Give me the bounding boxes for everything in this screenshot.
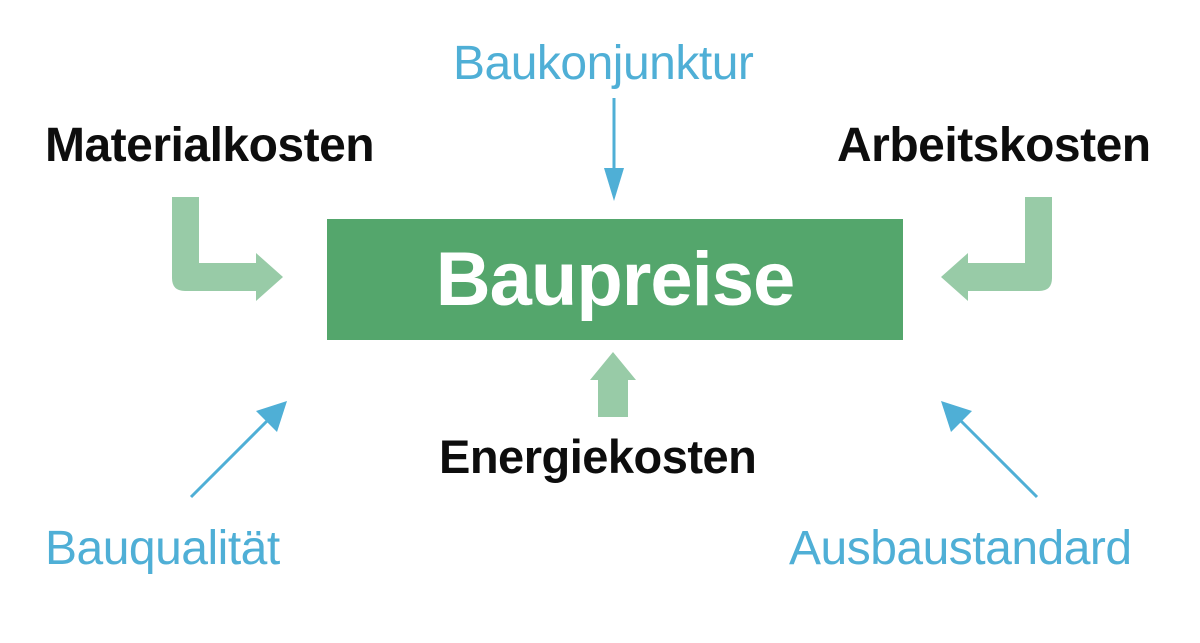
arrowhead-icon-top xyxy=(604,168,624,201)
bent-arrow-icon-right xyxy=(941,197,1052,301)
factor-materialkosten: Materialkosten xyxy=(45,119,375,172)
bent-arrow-icon-left xyxy=(172,197,283,301)
factor-ausbaustandard: Ausbaustandard xyxy=(789,522,1132,575)
arrowhead-icon-bottom-right xyxy=(941,401,972,432)
factor-arbeitskosten: Arbeitskosten xyxy=(837,119,1151,172)
thin-arrow-icon-bottom-right xyxy=(956,416,1039,499)
center-node-label: Baupreise xyxy=(435,236,795,322)
thin-arrow-icon-bottom-left xyxy=(189,416,272,499)
up-arrow-icon xyxy=(590,352,636,417)
factor-baukonjunktur: Baukonjunktur xyxy=(453,37,754,90)
factor-bauqualitaet: Bauqualität xyxy=(45,522,280,575)
factor-energiekosten: Energiekosten xyxy=(439,430,757,483)
center-node: Baupreise xyxy=(327,219,903,340)
arrowhead-icon-bottom-left xyxy=(256,401,287,432)
